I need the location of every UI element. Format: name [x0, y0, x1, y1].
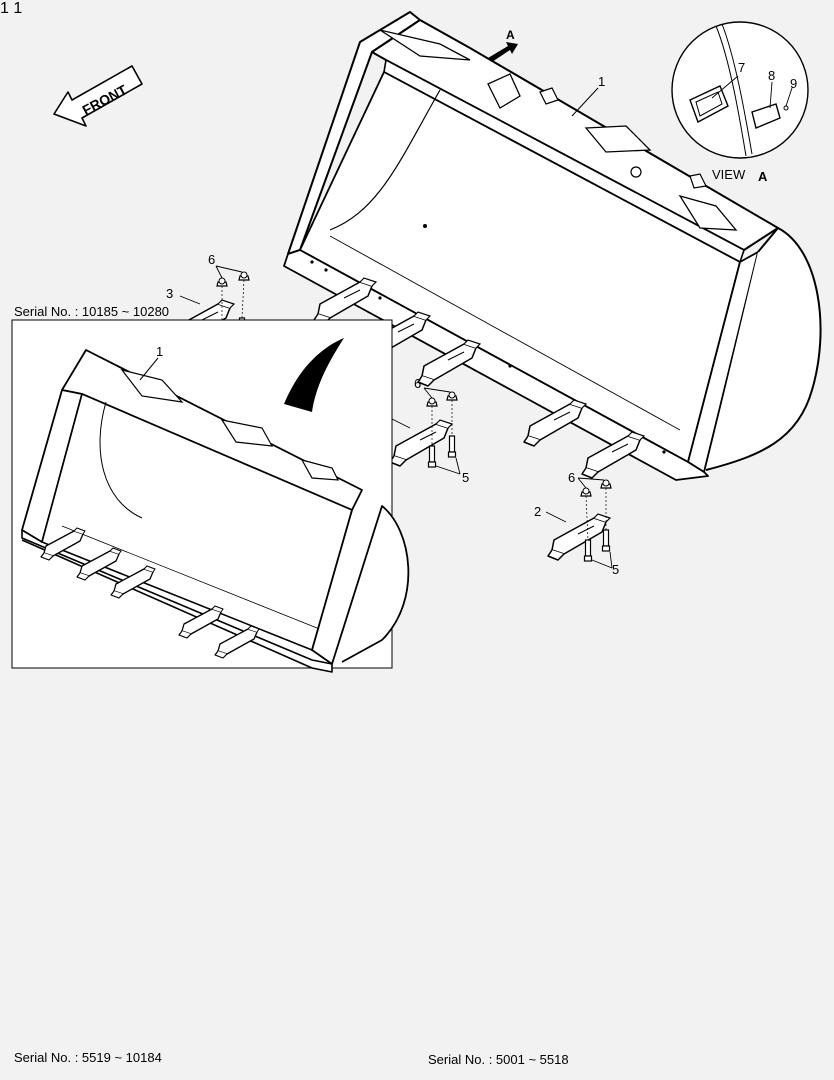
callout-7: 7 [738, 60, 745, 75]
front-arrow-icon [53, 65, 143, 127]
callout-5-right: 5 [612, 562, 619, 577]
callout-3: 3 [166, 286, 173, 301]
callout-1-inset-top: 1 [156, 344, 163, 359]
serial-top-inset: Serial No. : 10185 ~ 10280 [14, 304, 170, 319]
up-arrow-icon: 1 1 Serial No. : 10185 ~ 10280 Serial No… [0, 0, 569, 1067]
view-marker-label: A [506, 28, 515, 42]
main-bucket-drawing [283, 11, 822, 481]
callout-5-mid: 5 [462, 470, 469, 485]
serial-bottom-left: Serial No. : 5519 ~ 10184 [14, 1050, 162, 1065]
view-a-letter: A [758, 169, 768, 184]
view-direction-arrow-icon [488, 42, 518, 62]
callout-6-mid: 6 [414, 376, 421, 391]
view-a-detail [671, 21, 809, 159]
callout-6-right: 6 [568, 470, 575, 485]
callout-1-inset-br: 1 [13, 0, 23, 17]
callout-1-main: 1 [598, 74, 605, 89]
tooth-assembly-4 [389, 387, 461, 475]
callout-2: 2 [534, 504, 541, 519]
callout-9: 9 [790, 76, 797, 91]
callout-1-inset-bl: 1 [0, 0, 9, 17]
cover-plate-icon [751, 103, 781, 129]
view-a-label: VIEW [712, 167, 746, 182]
callout-6-left: 6 [208, 252, 215, 267]
callout-8: 8 [768, 68, 775, 83]
inset-top [11, 319, 410, 673]
left-arrow-icon: 1 Serial No. : 10185 ~ 10280 Serial No. … [13, 0, 568, 1067]
tooth-assembly-2 [545, 477, 613, 569]
serial-bottom-right: Serial No. : 5001 ~ 5518 [428, 1052, 569, 1067]
seal-plate-icon [689, 85, 729, 123]
